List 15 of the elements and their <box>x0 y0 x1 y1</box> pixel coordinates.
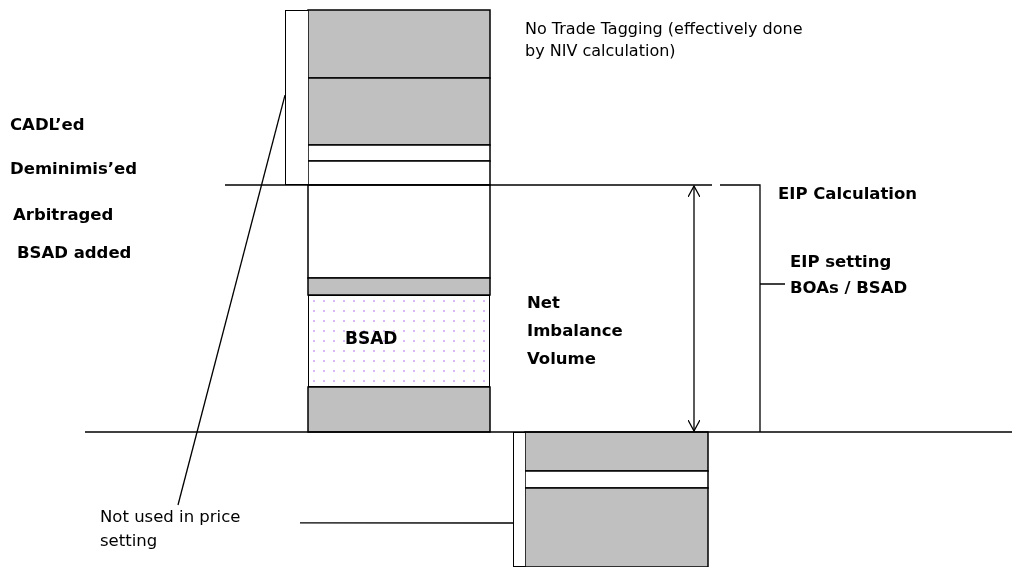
leader-line <box>299 522 514 524</box>
bracket-bar <box>513 432 525 567</box>
annotation-text: Not used in price setting <box>100 505 300 561</box>
annotation-text: Net Imbalance Volume <box>527 292 624 370</box>
block-label: BSAD <box>345 328 398 348</box>
label: BSAD added <box>17 242 133 264</box>
label: CADL’ed <box>10 114 86 136</box>
label: EIP setting BOAs / BSAD <box>790 251 909 299</box>
label: EIP Calculation <box>778 183 919 205</box>
leader-line <box>177 94 286 506</box>
annotation-text: No Trade Tagging (effectively done by NIV calculation) <box>525 18 804 62</box>
dotted-block <box>308 295 490 387</box>
bracket-bar <box>285 10 308 185</box>
label: Deminimis’ed <box>10 158 139 180</box>
label: Arbitraged <box>13 204 115 226</box>
